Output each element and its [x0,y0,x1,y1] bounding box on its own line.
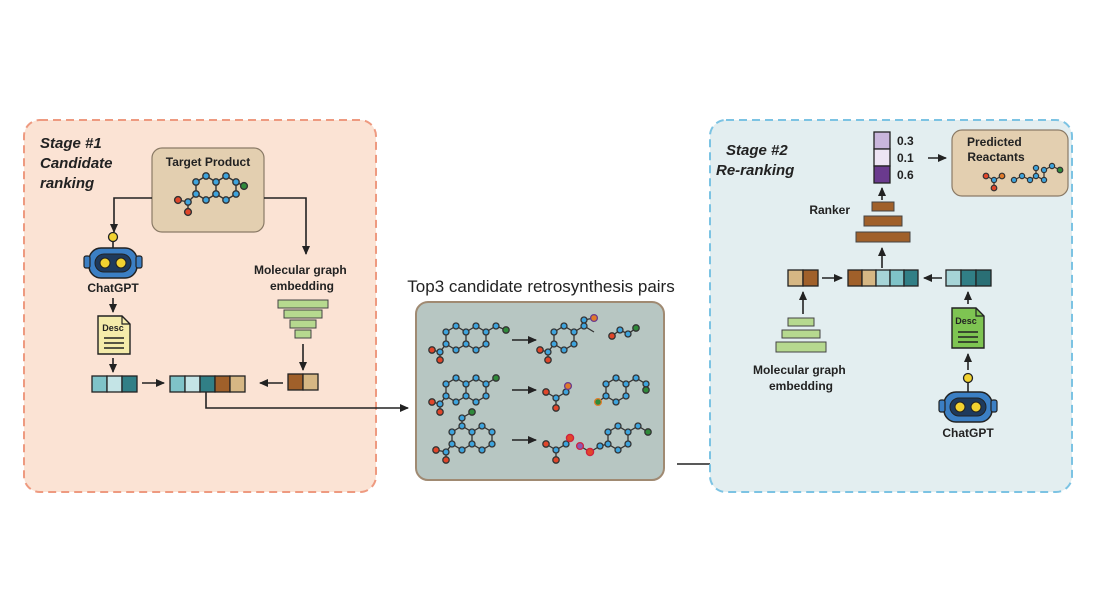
ranker-stack [855,201,911,243]
stage1-title: Stage #1 Candidate ranking [40,135,117,192]
score-3: 0.6 [897,168,914,182]
chatgpt-label-2: ChatGPT [942,426,994,440]
candidates-panel [415,301,665,481]
candidate-pair-3 [432,408,496,464]
candidate-reactants-3 [542,422,652,464]
mol-graph-embedding-funnel-2 [775,317,827,353]
desc-document-icon [97,315,131,355]
target-molecule-icon [173,172,249,217]
mol-graph-embedding-funnel-1 [277,299,329,339]
graph-vector-1 [287,373,319,391]
chatgpt-robot-icon-2 [938,372,998,423]
mol-graph-label-1: Molecular graph embedding [254,263,350,293]
candidate-reactants-2 [542,374,650,412]
candidate-reactants-1 [536,313,640,364]
predicted-label-2: Reactants [967,150,1025,164]
arrow-to-candidates [205,392,409,412]
text-vector-2 [945,269,992,287]
score-2: 0.1 [897,151,914,165]
text-vector-1 [91,375,138,393]
predicted-reactants-card: Predicted Reactants [951,129,1069,197]
concat-vector-1 [169,375,246,393]
arrow-to-chatgpt-1 [110,197,152,233]
concat-vector-2 [847,269,919,287]
stage2-title: Stage #2 Re-ranking [716,142,794,179]
mol-graph-label-2: Molecular graph embedding [753,363,849,393]
graph-vector-2 [787,269,819,287]
candidate-pair-1 [428,322,510,364]
score-1: 0.3 [897,134,914,148]
desc-document-icon-2 [951,307,985,349]
svg-text:Predicted Reactants: Predicted Reactants [967,135,1025,164]
score-vector [873,131,891,184]
arrow-to-molgraph-1 [264,197,310,255]
target-product-label: Target Product [166,155,250,169]
predicted-molecule-icon [982,162,1064,192]
ranker-label: Ranker [809,203,850,217]
chatgpt-robot-icon [83,231,143,279]
candidates-title: Top3 candidate retrosynthesis pairs [407,277,674,296]
candidate-pair-2 [428,374,500,416]
predicted-label-1: Predicted [967,135,1022,149]
stage1-box [23,119,377,493]
chatgpt-label-1: ChatGPT [87,281,139,295]
desc-label-1: Desc [102,323,124,333]
desc-label-2: Desc [955,316,977,326]
target-product-card: Target Product [151,147,265,233]
